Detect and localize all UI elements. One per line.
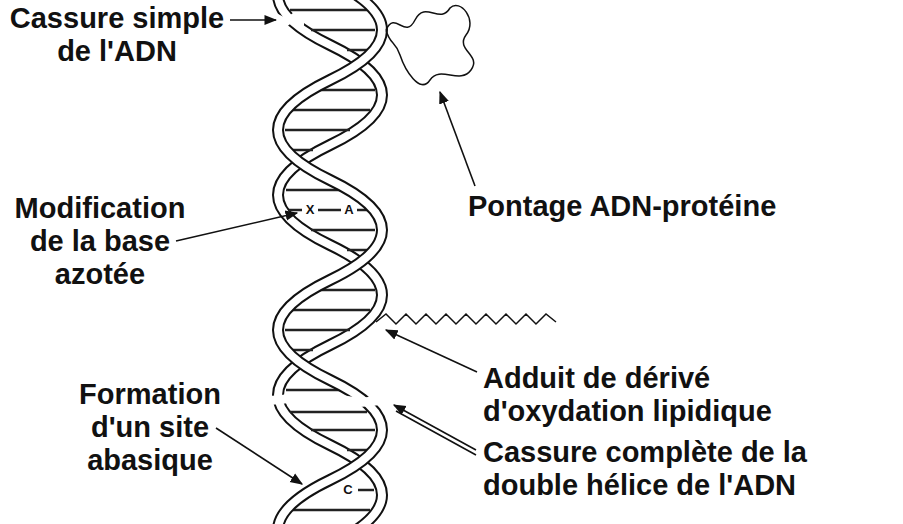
- callout-label: Cassure complète de la double hélice de …: [483, 436, 828, 502]
- leader-arrow: [396, 411, 476, 455]
- leader-arrow: [176, 213, 297, 241]
- base-letter: X: [302, 202, 318, 218]
- double-strand-break: [260, 393, 392, 408]
- base-letter: A: [341, 202, 357, 218]
- protein-crosslink: [386, 5, 474, 84]
- leader-arrow: [216, 428, 302, 484]
- leader-arrow: [394, 405, 476, 450]
- leader-arrow: [386, 330, 477, 372]
- single-strand-break: [278, 13, 304, 27]
- base-letter: C: [340, 482, 356, 498]
- callout-label: Pontage ADN-protéine: [468, 190, 888, 223]
- leader-arrow: [440, 92, 475, 186]
- callout-label: Cassure simple de l'ADN: [2, 2, 232, 68]
- dna-strand: [278, 0, 382, 524]
- lipid-adduct: [376, 314, 556, 324]
- callout-label: Formation d'un site abasique: [60, 378, 240, 477]
- leader-arrow: [230, 19, 276, 21]
- callout-label: Modification de la base azotée: [5, 192, 195, 291]
- callout-label: Adduit de dérivé d'oxydation lipidique: [483, 362, 828, 428]
- leader-arrows: [176, 20, 477, 484]
